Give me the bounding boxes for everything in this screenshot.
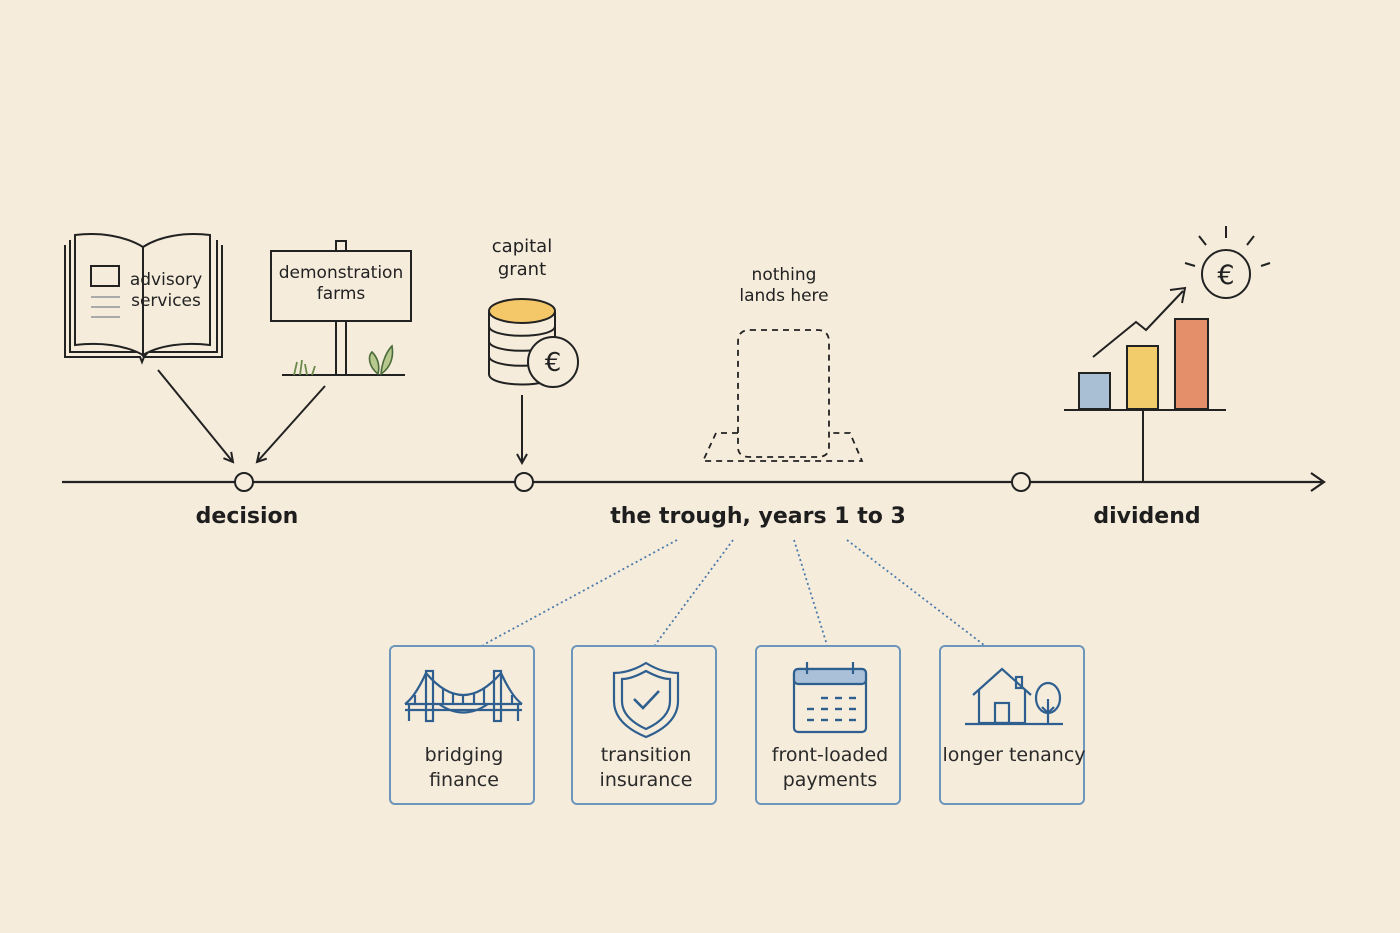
advisory-services-label: advisory services	[129, 270, 203, 312]
empty-slot-icon	[701, 329, 864, 462]
remedy-label-bridging: bridging finance	[424, 744, 504, 791]
euro-symbol-dividend: €	[1217, 260, 1234, 291]
shield-check-icon	[612, 661, 680, 739]
growth-chart-icon	[1064, 286, 1226, 482]
remedy-label-insurance: transition insurance	[599, 744, 693, 791]
signboard-icon	[270, 240, 412, 376]
demonstration-arrow	[257, 385, 326, 462]
connector-payments	[793, 539, 828, 646]
decision-node	[234, 472, 254, 492]
trough-label: the trough, years 1 to 3	[610, 504, 906, 529]
nothing-lands-here-label: nothing lands here	[739, 265, 829, 307]
bridge-icon	[404, 669, 523, 723]
remedy-card-bridging: bridging finance	[389, 645, 535, 805]
grant-node	[514, 472, 534, 492]
calendar-icon	[792, 662, 868, 734]
decision-label: decision	[195, 504, 299, 529]
connector-bridging	[482, 539, 678, 646]
book-icon	[64, 233, 223, 365]
connector-insurance	[654, 539, 734, 646]
euro-coin-icon: €	[527, 336, 579, 388]
dividend-node	[1011, 472, 1031, 492]
remedy-label-payments: front-loaded payments	[771, 744, 889, 791]
house-tree-icon	[965, 667, 1063, 726]
remedy-card-insurance: transition insurance	[571, 645, 717, 805]
connector-tenancy	[846, 539, 985, 646]
remedy-card-payments: front-loaded payments	[755, 645, 901, 805]
advisory-arrow	[157, 369, 233, 462]
euro-sun-icon: €	[1184, 226, 1271, 299]
remedy-label-tenancy: longer tenancy	[942, 744, 1086, 766]
trough-connectors	[482, 539, 985, 646]
dividend-label: dividend	[1093, 504, 1201, 529]
demonstration-farms-label: demonstration farms	[278, 263, 404, 305]
capital-grant-label: capital grant	[491, 236, 553, 280]
remedy-card-tenancy: longer tenancy	[939, 645, 1086, 805]
timeline-arrow-head	[1310, 472, 1326, 492]
euro-symbol: €	[545, 348, 562, 378]
